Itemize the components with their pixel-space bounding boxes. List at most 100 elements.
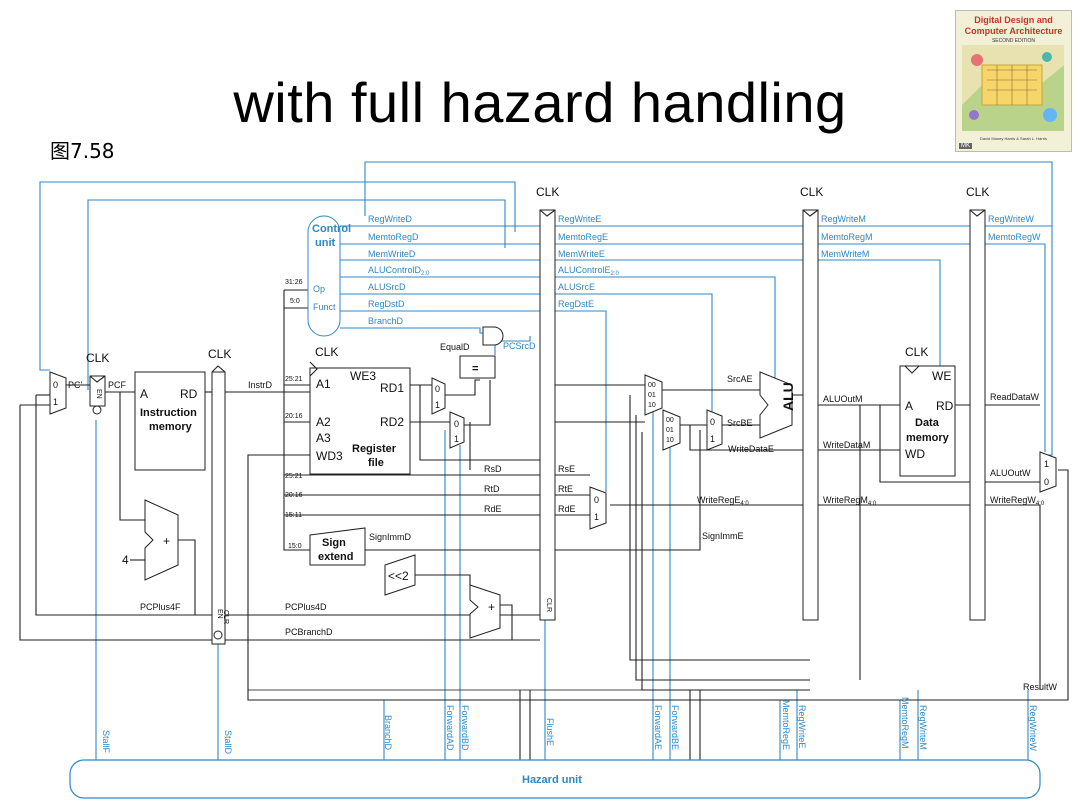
svg-text:+: + xyxy=(163,534,170,548)
en-label-d: EN xyxy=(216,609,223,619)
sign-extend: Sign extend xyxy=(309,527,366,566)
svg-text:ALU: ALU xyxy=(780,382,796,411)
resultw-label: ResultW xyxy=(1023,682,1058,692)
rsd-label: RsD xyxy=(484,464,502,474)
const-four: 4 xyxy=(122,553,129,567)
sig-regdste: RegDstE xyxy=(558,299,594,309)
sig-memtorege: MemtoRegE xyxy=(558,232,608,242)
svg-text:0: 0 xyxy=(710,417,715,427)
equald-label: EqualD xyxy=(440,342,470,352)
forward-bd-mux: 0 1 xyxy=(449,411,465,449)
svg-text:WD3: WD3 xyxy=(316,449,343,463)
rde-label-d: RdE xyxy=(484,504,502,514)
forward-ad-mux: 0 1 xyxy=(431,377,446,415)
sig-regwrited: RegWriteD xyxy=(368,214,412,224)
svg-text:0: 0 xyxy=(454,419,459,429)
hazard-sig-flushe: FlushE xyxy=(545,718,555,746)
hazard-signal-labels: StallF StallD BranchD ForwardAD ForwardB… xyxy=(101,697,1038,755)
publisher-logo: MK xyxy=(959,143,972,149)
bits-25-21: 25:21 xyxy=(285,376,303,383)
instruction-memory: A RD Instruction memory xyxy=(134,371,206,471)
svg-text:1: 1 xyxy=(53,397,58,407)
control-unit-label-2: unit xyxy=(315,237,335,249)
pcsrcd-label: PCSrcD xyxy=(503,341,536,351)
bits-25-21b: 25:21 xyxy=(285,473,303,480)
svg-text:01: 01 xyxy=(648,392,656,399)
pcf-label: PCF xyxy=(108,380,127,390)
bits-20-16b: 20:16 xyxy=(285,492,303,499)
imem-a: A xyxy=(140,387,148,401)
hazard-sig-regwritee: RegWriteE xyxy=(797,705,807,748)
svg-text:WE3: WE3 xyxy=(350,369,376,383)
book-authors: David Money Harris & Sarah L. Harris xyxy=(980,136,1047,141)
hazard-sig-memtoregm: MemtoRegM xyxy=(900,697,910,749)
aluoutw-label: ALUOutW xyxy=(990,468,1031,478)
svg-text:A2: A2 xyxy=(316,415,331,429)
hazard-sig-regwritem: RegWriteM xyxy=(918,705,928,750)
svg-text:1: 1 xyxy=(454,434,459,444)
rte-label: RtE xyxy=(558,484,573,494)
srcae-label: SrcAE xyxy=(727,374,753,384)
svg-text:Data: Data xyxy=(915,417,940,429)
hazard-sig-stalld: StallD xyxy=(223,730,233,755)
writerege-label: WriteRegE4:0 xyxy=(697,495,749,507)
sig-branchd: BranchD xyxy=(368,316,404,326)
svg-text:0: 0 xyxy=(594,495,599,505)
forward-be-mux: 00 01 10 xyxy=(662,409,681,451)
clk-label-rf: CLK xyxy=(315,345,338,359)
writedatam-label: WriteDataM xyxy=(823,440,870,450)
book-title: Digital Design and Computer Architecture xyxy=(964,15,1063,36)
bits-15-0: 15:0 xyxy=(288,543,302,550)
hazard-sig-forwardbe: ForwardBE xyxy=(670,705,680,750)
bits-20-16: 20:16 xyxy=(285,413,303,420)
sig-memwritem: MemWriteM xyxy=(821,249,869,259)
svg-text:A1: A1 xyxy=(316,377,331,391)
svg-text:1: 1 xyxy=(594,512,599,522)
imem-name-2: memory xyxy=(149,421,193,433)
hazard-sig-memtorege: MemtoRegE xyxy=(781,700,791,750)
svg-text:A3: A3 xyxy=(316,431,331,445)
branch-adder: + xyxy=(469,584,501,639)
book-cover: Digital Design and Computer Architecture… xyxy=(955,10,1072,152)
sig-memtoregm: MemtoRegM xyxy=(821,232,873,242)
datapath-wires xyxy=(19,289,1069,760)
svg-text:memory: memory xyxy=(906,432,950,444)
svg-text:<<2: <<2 xyxy=(388,569,409,583)
clk-label-w: CLK xyxy=(966,185,989,199)
book-cover-art xyxy=(962,45,1064,131)
funct-label: Funct xyxy=(313,302,336,312)
sig-regwritew: RegWriteW xyxy=(988,214,1034,224)
data-memory: WE A RD Data memory WD xyxy=(899,365,956,477)
sig-alusrcd: ALUSrcD xyxy=(368,282,406,292)
writeregw-label: WriteRegW4:0 xyxy=(990,495,1045,507)
hazard-sig-forwardad: ForwardAD xyxy=(445,705,455,751)
imem-rd: RD xyxy=(180,387,198,401)
svg-text:WE: WE xyxy=(932,369,951,383)
hazard-sig-stallf: StallF xyxy=(101,730,111,754)
clk-label-e: CLK xyxy=(536,185,559,199)
srcbe-label: SrcBE xyxy=(727,418,753,428)
memtoreg-mux: 1 0 xyxy=(1039,451,1057,493)
alu: ALU xyxy=(759,371,796,439)
svg-text:0: 0 xyxy=(53,380,58,390)
clr-label-d: CLR xyxy=(222,610,229,624)
forward-ae-mux: 00 01 10 xyxy=(644,374,663,416)
branch-logic: PCSrcD EqualD = xyxy=(440,326,536,379)
pcbranchd-label: PCBranchD xyxy=(285,627,333,637)
svg-text:10: 10 xyxy=(648,402,656,409)
bits-5-0: 5:0 xyxy=(290,298,300,305)
book-edition: SECOND EDITION xyxy=(991,38,1036,44)
clk-label-dmem: CLK xyxy=(905,345,928,359)
control-unit: Control unit Op Funct xyxy=(307,215,351,337)
signimmd-label: SignImmD xyxy=(369,532,412,542)
imem-name-1: Instruction xyxy=(140,407,197,419)
bits-15-11: 15:11 xyxy=(285,512,302,519)
svg-text:RD2: RD2 xyxy=(380,415,404,429)
sig-regwritee: RegWriteE xyxy=(558,214,601,224)
svg-text:1: 1 xyxy=(435,400,440,410)
pc-prime-label: PC' xyxy=(68,380,83,390)
svg-text:WD: WD xyxy=(905,447,925,461)
alusrc-mux: 0 1 xyxy=(706,409,723,451)
regdst-mux: 0 1 xyxy=(589,486,607,530)
